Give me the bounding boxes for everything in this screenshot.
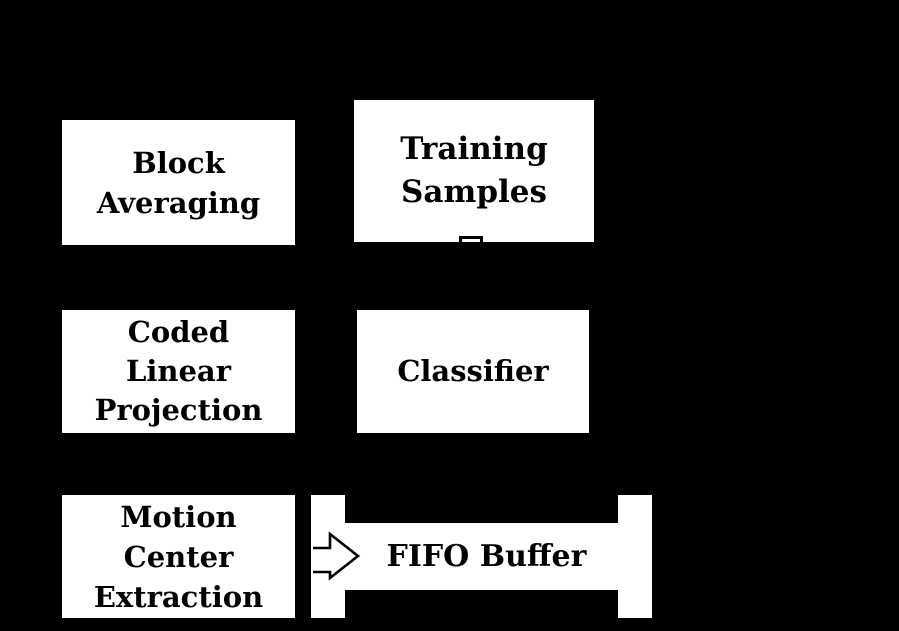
node-label-line: Averaging (96, 185, 261, 220)
block-averaging-box: Block Averaging (62, 120, 295, 245)
fifo-right-end-bar (618, 495, 652, 618)
node-label-line: Coded (127, 315, 230, 349)
node-label-line: Projection (94, 393, 263, 427)
coded-linear-projection-box: Coded Linear Projection (62, 310, 295, 433)
node-label-line: Block (132, 145, 225, 180)
square-port-icon (459, 236, 483, 242)
fifo-left-end-bar (311, 495, 345, 618)
node-label-line: Training (400, 131, 548, 167)
node-label-line: Motion (120, 499, 237, 534)
training-samples-box: Training Samples (354, 100, 594, 242)
node-label-line: FIFO Buffer (386, 539, 587, 574)
classifier-box: Classifier (357, 310, 589, 433)
node-label-line: Center (123, 539, 234, 574)
node-label-line: Linear (125, 354, 231, 388)
node-label-line: Classifier (397, 354, 549, 388)
node-label-line: Extraction (93, 579, 264, 614)
motion-center-extraction-box: Motion Center Extraction (62, 495, 295, 618)
fifo-buffer-box: FIFO Buffer (345, 523, 618, 590)
node-label-line: Samples (401, 174, 547, 210)
